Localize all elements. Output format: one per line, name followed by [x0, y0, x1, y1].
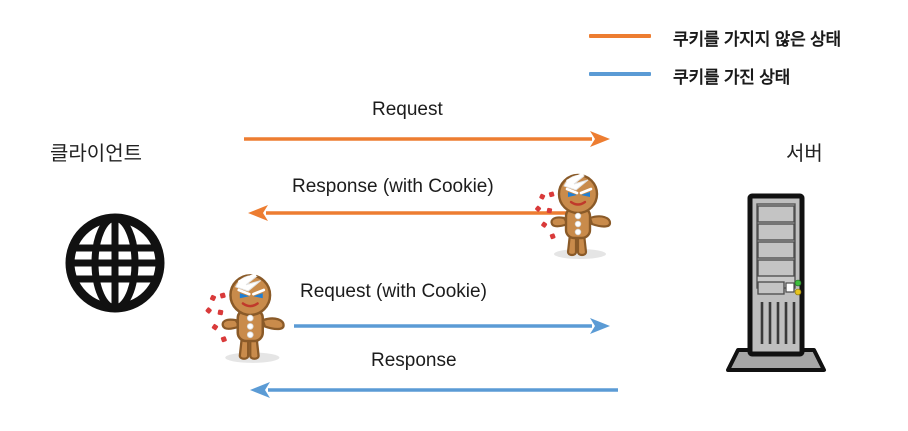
- client-label: 클라이언트: [50, 141, 142, 165]
- message-label-response: Response: [371, 350, 457, 371]
- message-label-request: Request: [372, 99, 443, 120]
- gingerbread-cookie-icon-client-side: [194, 266, 294, 366]
- server-tower-icon: [720, 182, 832, 378]
- arrow-request: [240, 128, 616, 150]
- message-label-request-with-cookie: Request (with Cookie): [300, 281, 487, 302]
- arrow-response-with-cookie: [242, 202, 582, 224]
- legend-label-no-cookie: 쿠키를 가지지 않은 상태: [673, 30, 841, 49]
- legend-swatch-with-cookie: [589, 72, 651, 76]
- legend-label-with-cookie: 쿠키를 가진 상태: [673, 68, 791, 87]
- gingerbread-cookie-icon-server-side: [524, 166, 620, 262]
- message-label-response-with-cookie: Response (with Cookie): [292, 176, 494, 197]
- arrow-response: [244, 379, 620, 401]
- server-label: 서버: [786, 141, 823, 165]
- legend-swatch-no-cookie: [589, 34, 651, 38]
- globe-icon: [62, 210, 168, 316]
- arrow-request-with-cookie: [292, 315, 616, 337]
